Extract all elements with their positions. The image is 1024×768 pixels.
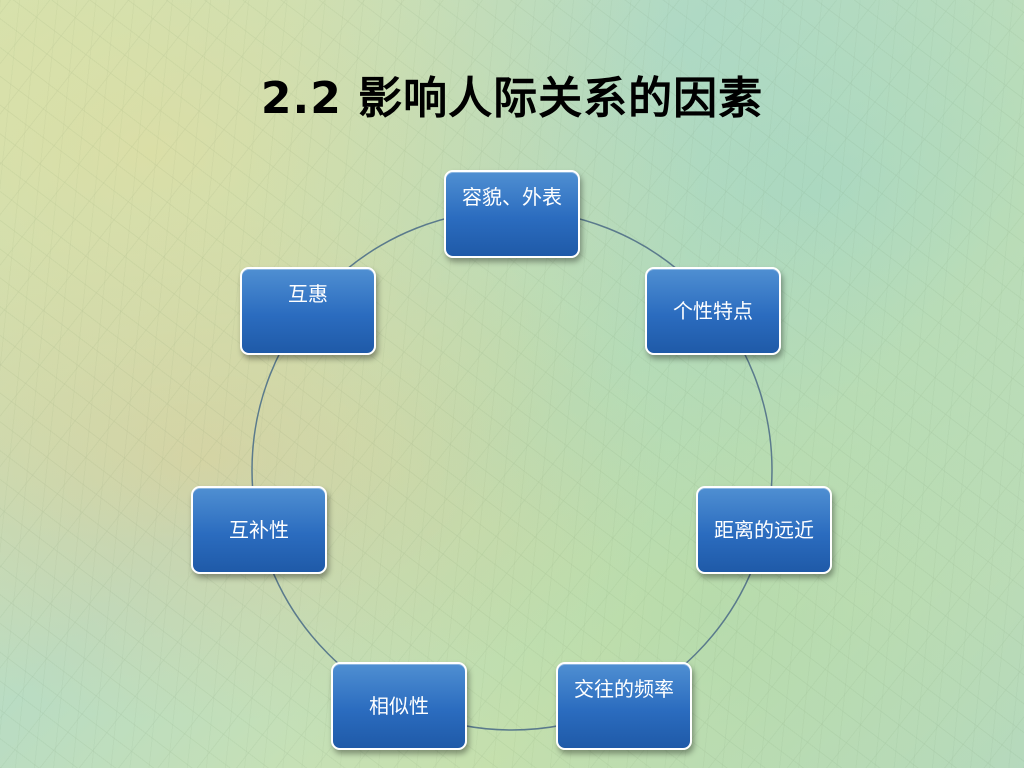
node-complementarity-label: 互补性: [229, 518, 289, 542]
node-distance-label: 距离的远近: [714, 518, 814, 542]
slide-title: 2.2 影响人际关系的因素: [260, 73, 764, 124]
node-reciprocity-label: 互惠: [288, 282, 328, 306]
node-appearance-label: 容貌、外表: [462, 185, 562, 209]
node-frequency[interactable]: 交往的频率: [556, 662, 692, 750]
node-similarity-label: 相似性: [369, 694, 429, 718]
node-similarity[interactable]: 相似性: [331, 662, 467, 750]
node-appearance[interactable]: 容貌、外表: [444, 170, 580, 258]
node-personality[interactable]: 个性特点: [645, 267, 781, 355]
node-distance[interactable]: 距离的远近: [696, 486, 832, 574]
node-complementarity[interactable]: 互补性: [191, 486, 327, 574]
node-reciprocity[interactable]: 互惠: [240, 267, 376, 355]
node-frequency-label: 交往的频率: [574, 677, 674, 701]
node-personality-label: 个性特点: [673, 299, 753, 323]
